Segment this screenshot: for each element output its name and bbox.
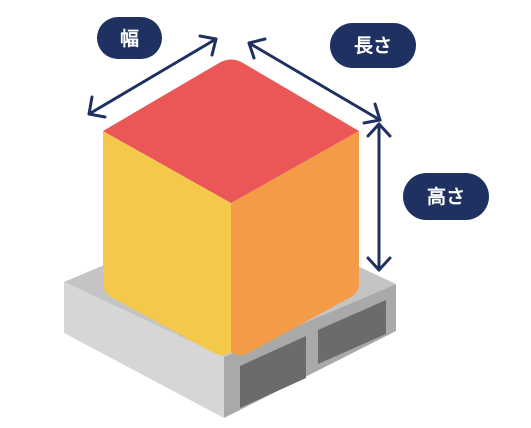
label-height-pill: [403, 173, 489, 220]
pallet-hole-right: [318, 300, 386, 364]
width-arrow: [87, 34, 218, 119]
pallet-left-face: [64, 282, 224, 418]
length-arrow: [247, 37, 382, 125]
box-left-face: [103, 131, 231, 355]
label-length-pill: [330, 23, 416, 68]
label-width-text: 幅: [120, 27, 139, 50]
height-arrow: [366, 122, 392, 272]
label-width: 幅: [97, 17, 162, 59]
label-width-pill: [97, 17, 162, 59]
label-height: 高さ: [403, 173, 489, 220]
label-length: 長さ: [330, 23, 416, 68]
box-top-face: [103, 59, 359, 203]
box-right-face: [231, 131, 359, 355]
cargo-box: [103, 59, 359, 355]
pallet-hole-left: [240, 336, 306, 408]
label-length-text: 長さ: [354, 35, 392, 57]
label-height-text: 高さ: [427, 185, 465, 208]
dimension-arrows: [87, 34, 392, 272]
